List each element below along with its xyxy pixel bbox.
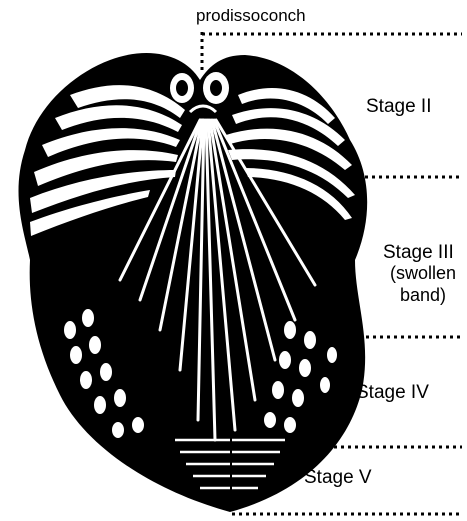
- stage-3-note-line2: band): [381, 284, 465, 306]
- shell-illustration: [19, 53, 368, 512]
- stage-5-label: Stage V: [304, 467, 372, 489]
- stage-3-note-line1: (swollen: [381, 262, 465, 284]
- prodissoconch-label: prodissoconch: [196, 6, 306, 26]
- stage-2-label: Stage II: [366, 96, 432, 118]
- stage-3-note: (swollen band): [381, 262, 465, 306]
- stage-3-label: Stage III: [383, 242, 454, 264]
- stage-4-label: Stage IV: [356, 382, 429, 404]
